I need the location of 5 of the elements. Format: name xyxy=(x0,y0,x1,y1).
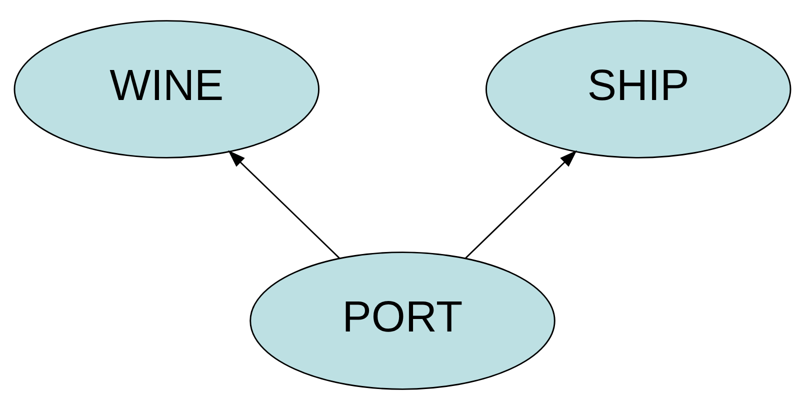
arrow xyxy=(465,150,577,259)
node-ellipse: PORT xyxy=(250,252,556,390)
node-ellipse: WINE xyxy=(14,20,320,158)
node-ellipse: SHIP xyxy=(485,20,792,158)
arrow xyxy=(228,150,340,259)
